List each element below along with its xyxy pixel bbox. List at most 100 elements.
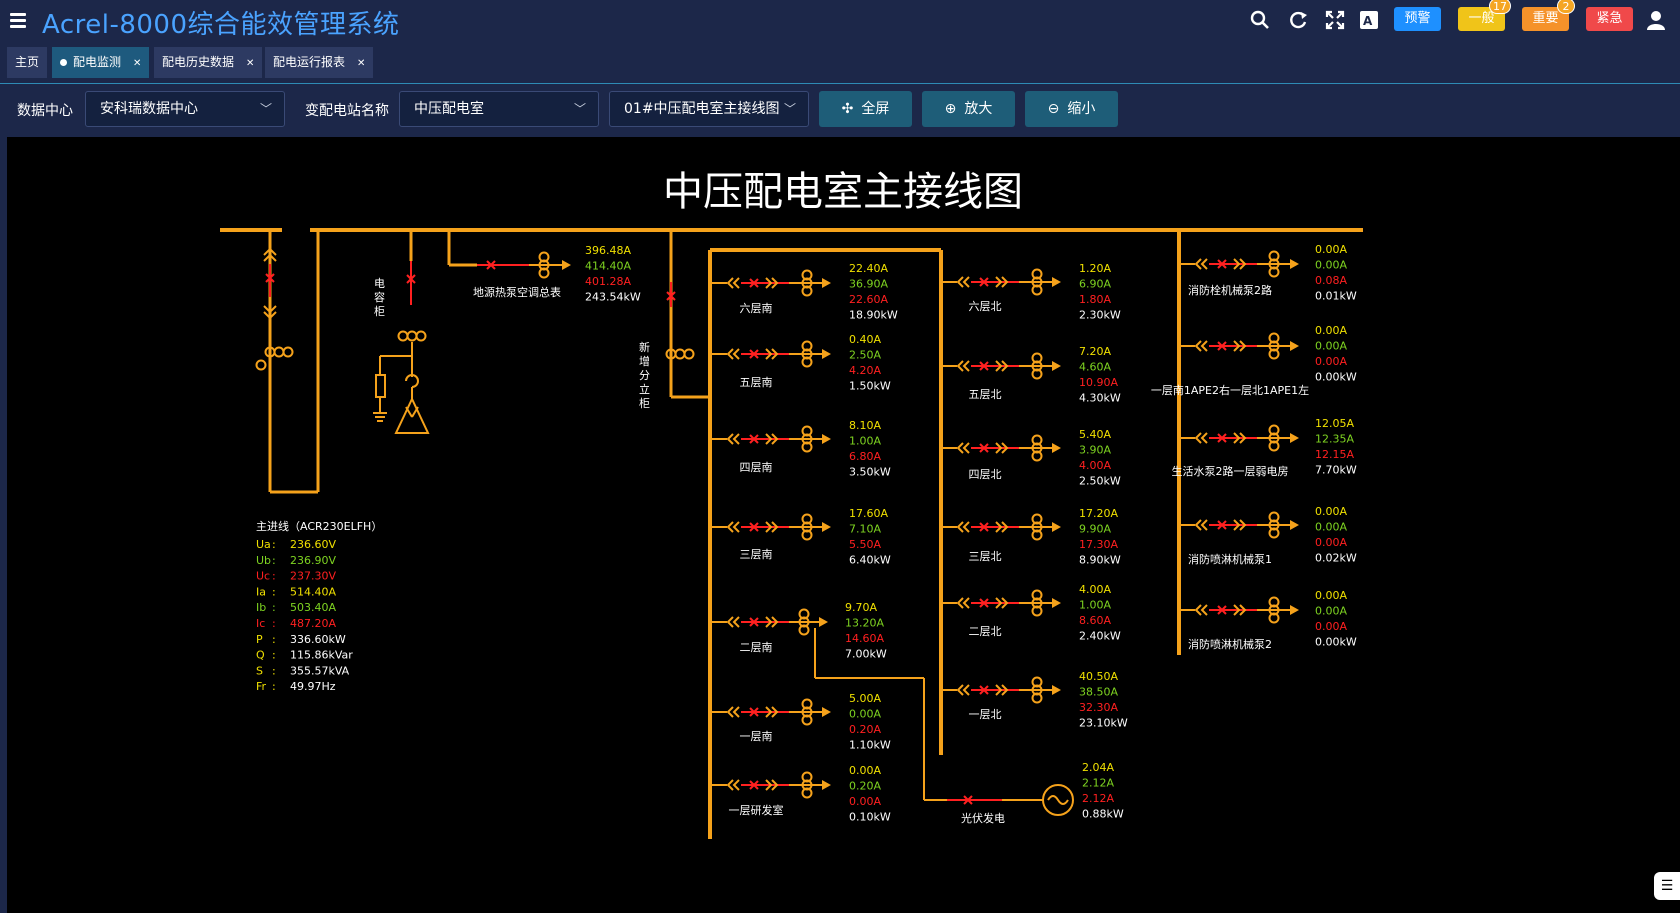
feeder-value: 4.00A xyxy=(1079,459,1111,472)
close-icon[interactable]: ✕ xyxy=(357,58,366,69)
data-center-select[interactable]: 安科瑞数据中心﹀ xyxy=(85,91,285,127)
current-transformer-icon xyxy=(538,251,550,279)
feeder-value: 17.60A xyxy=(849,507,888,520)
connector-chevron-icon xyxy=(765,433,779,445)
refresh-icon[interactable] xyxy=(1287,10,1309,32)
feeder-value: 0.00kW xyxy=(1315,636,1357,649)
feeder-value: 7.00kW xyxy=(845,648,887,661)
tab-history-data[interactable]: 配电历史数据✕ xyxy=(154,47,263,78)
connector-chevron-icon xyxy=(1194,258,1208,270)
feeder-value: 12.05A xyxy=(1315,417,1354,430)
breaker-icon xyxy=(979,522,989,532)
feeder-value: 4.30kW xyxy=(1079,392,1121,405)
connector-chevron-icon xyxy=(765,348,779,360)
feeder-value: 8.60A xyxy=(1079,614,1111,627)
feeder-value: 0.02kW xyxy=(1315,552,1357,565)
feeder-value: 4.60A xyxy=(1079,361,1111,374)
feeder-value: 6.80A xyxy=(849,450,881,463)
feeder-value: 9.90A xyxy=(1079,523,1111,536)
arrow-icon xyxy=(822,707,831,717)
urgent-alarm-button[interactable]: 紧急 xyxy=(1586,7,1633,31)
arrow-icon xyxy=(1290,259,1299,269)
arrow-icon xyxy=(819,617,828,627)
feeder-value: 0.01kW xyxy=(1315,290,1357,303)
breaker-icon xyxy=(749,522,759,532)
breaker-icon xyxy=(749,707,759,717)
feeder-name: 消防栓机械泵2路 xyxy=(1188,283,1272,297)
feeder-value: 0.00A xyxy=(849,708,881,721)
new-cabinet-label: 新 xyxy=(639,340,650,354)
tab-bar: 主页 配电监测✕ 配电历史数据✕ 配电运行报表✕ xyxy=(0,47,1680,79)
menu-icon[interactable] xyxy=(10,10,26,30)
feeder-value: 1.10kW xyxy=(849,739,891,752)
fullscreen-icon[interactable] xyxy=(1324,10,1346,32)
breaker-icon xyxy=(963,795,973,805)
current-transformer-icon xyxy=(801,771,813,799)
feeder-value: 17.20A xyxy=(1079,507,1118,520)
zoom-out-button[interactable]: ⊖缩小 xyxy=(1025,91,1118,127)
tab-label: 主页 xyxy=(15,55,40,69)
chevron-down-icon: ﹀ xyxy=(573,102,586,116)
feeder-value: 14.60A xyxy=(845,632,884,645)
main-line-value: 236.60V xyxy=(290,538,336,551)
current-transformer-icon xyxy=(801,425,813,453)
fuse-icon xyxy=(375,374,386,398)
connector-chevron-icon xyxy=(726,779,740,791)
zoom-in-button[interactable]: ⊕放大 xyxy=(922,91,1015,127)
feeder-value: 0.10kW xyxy=(849,811,891,824)
warning-alarm-button[interactable]: 预警 xyxy=(1394,7,1441,31)
connector-chevron-icon xyxy=(956,276,970,288)
tab-run-report[interactable]: 配电运行报表✕ xyxy=(265,47,374,78)
feeder-value: 0.20A xyxy=(849,780,881,793)
current-transformer-icon xyxy=(1031,434,1043,462)
feeder-value: 3.50kW xyxy=(849,466,891,479)
zoom-out-icon: ⊖ xyxy=(1047,101,1060,117)
select-value: 中压配电室 xyxy=(414,101,484,117)
feeder-value: 0.00A xyxy=(1315,589,1347,602)
diagram-select[interactable]: 01#中压配电室主接线图﹀ xyxy=(609,91,809,127)
user-icon[interactable] xyxy=(1645,10,1667,32)
feeder-value: 12.35A xyxy=(1315,433,1354,446)
capacitor-icon xyxy=(405,406,413,418)
station-select[interactable]: 中压配电室 ﹀ xyxy=(399,91,599,127)
font-size-icon[interactable]: A xyxy=(1358,10,1380,32)
main-line-value: 514.40A xyxy=(290,585,336,598)
generator-icon xyxy=(1042,784,1074,816)
arrow-icon xyxy=(1290,433,1299,443)
connector-chevron-icon xyxy=(995,597,1009,609)
main-line-key: S xyxy=(256,664,263,677)
current-transformer-icon xyxy=(1031,513,1043,541)
arrow-icon xyxy=(822,278,831,288)
connector-chevron-icon xyxy=(956,597,970,609)
feeder-value: 0.00A xyxy=(1315,355,1347,368)
main-line-key: Ia xyxy=(256,585,266,598)
main-line-colon: : xyxy=(272,601,276,614)
capacitor-cabinet-label: 电 xyxy=(374,277,385,290)
connector-chevron-icon xyxy=(726,348,740,360)
select-value: 01#中压配电室主接线图 xyxy=(624,101,780,117)
feeder-value: 0.00A xyxy=(1315,505,1347,518)
tab-power-monitor[interactable]: 配电监测✕ xyxy=(52,47,150,78)
main-line-value: 236.90V xyxy=(290,554,336,567)
feeder-value: 8.10A xyxy=(849,419,881,432)
arrow-icon xyxy=(1052,685,1061,695)
button-label: 全屏 xyxy=(861,101,890,117)
breaker-icon xyxy=(1217,259,1227,269)
search-icon[interactable] xyxy=(1249,10,1271,32)
close-icon[interactable]: ✕ xyxy=(133,58,142,69)
tab-home[interactable]: 主页 xyxy=(7,47,48,78)
current-transformer-icon xyxy=(798,608,810,636)
arrow-icon xyxy=(1052,277,1061,287)
settings-sliders-icon[interactable]: ☰ xyxy=(1654,872,1680,900)
current-transformer-icon xyxy=(801,513,813,541)
feeder-value: 5.40A xyxy=(1079,428,1111,441)
feeder-name: 四层南 xyxy=(740,461,773,474)
main-line-value: 115.86kVar xyxy=(290,649,353,662)
fullscreen-button[interactable]: ✣全屏 xyxy=(819,91,912,127)
alarm-label: 紧急 xyxy=(1596,11,1623,26)
close-icon[interactable]: ✕ xyxy=(246,58,255,69)
main-line-value: 487.20A xyxy=(290,617,336,630)
connector-chevron-icon xyxy=(765,521,779,533)
